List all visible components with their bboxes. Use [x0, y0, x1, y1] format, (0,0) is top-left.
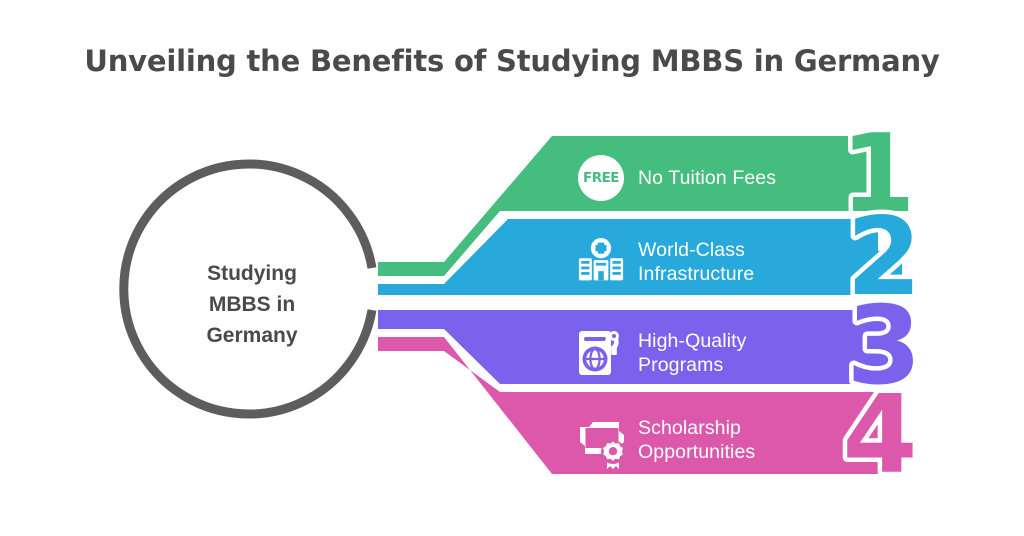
ribbon-1-green [378, 136, 878, 276]
hub-label: Studying MBBS in Germany [152, 258, 352, 351]
hub-circle-stroke [119, 159, 377, 419]
ribbon-2-blue [378, 219, 902, 295]
passport-globe-icon [579, 331, 619, 375]
numeral-2: 2 [846, 195, 921, 320]
hub-label-line-2: MBBS in [208, 293, 296, 316]
hub-label-line-1: Studying [207, 262, 297, 285]
ribbon-4-pink [378, 337, 900, 474]
ribbon-3-purple [378, 310, 902, 384]
numeral-4: 4 [842, 373, 917, 498]
numeral-1: 1 [840, 112, 915, 237]
numeral-3: 3 [846, 284, 921, 409]
numerals-group: 1 2 3 4 [836, 108, 926, 503]
hospital-building-icon [578, 238, 624, 281]
page-title: Unveiling the Benefits of Studying MBBS … [84, 44, 940, 78]
certificate-award-icon [580, 422, 625, 469]
hub-circle [119, 159, 377, 419]
ribbon-2-shape [378, 219, 902, 295]
ribbon-1-shape [378, 136, 878, 276]
hub-label-line-3: Germany [206, 324, 298, 347]
ribbon-4-shape [378, 337, 900, 474]
ribbon-3-shape [378, 310, 902, 384]
